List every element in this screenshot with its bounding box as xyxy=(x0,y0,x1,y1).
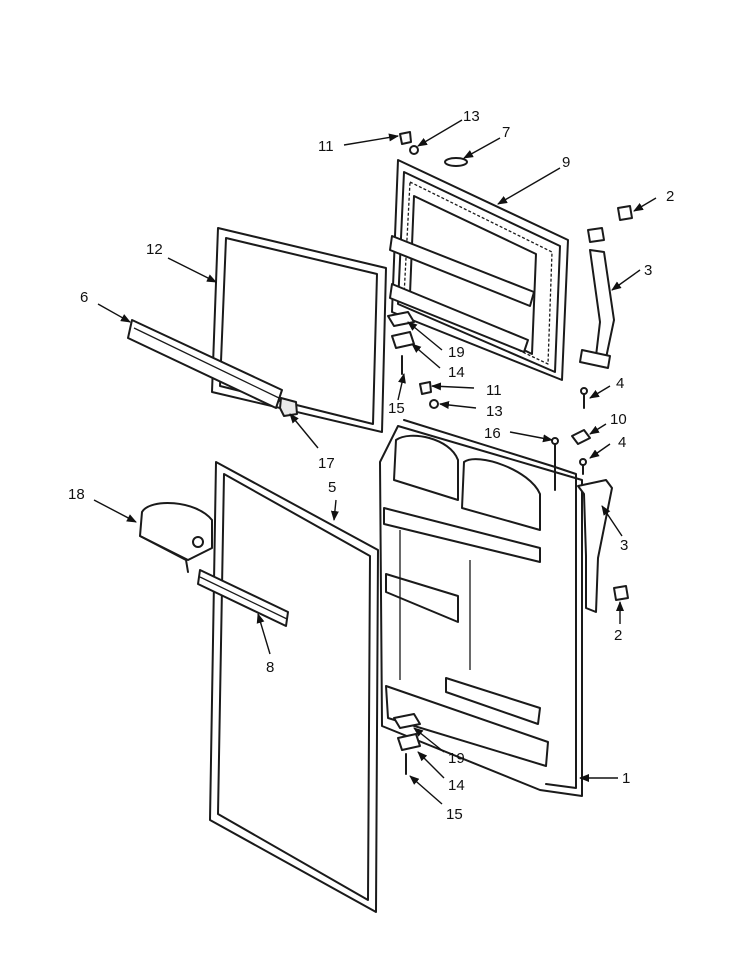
callout-18: 18 xyxy=(68,486,85,503)
leader-lines xyxy=(93,119,657,805)
callout-10: 10 xyxy=(610,411,627,428)
callout-2: 2 xyxy=(666,188,674,205)
callout-6: 6 xyxy=(80,289,88,306)
callout-5: 5 xyxy=(328,479,336,496)
callout-4: 4 xyxy=(616,375,624,392)
callout-1: 1 xyxy=(622,770,630,787)
dairy-compartment-door xyxy=(139,502,213,573)
callout-11: 11 xyxy=(486,382,502,399)
callout-17: 17 xyxy=(318,455,335,472)
callout-7: 7 xyxy=(502,124,510,141)
freezer-door-trim xyxy=(127,319,283,409)
freezer-door-gasket xyxy=(211,227,387,433)
callout-9: 9 xyxy=(562,154,570,171)
callout-14: 14 xyxy=(448,364,465,381)
freezer-door-inner xyxy=(389,159,569,381)
callout-labels: 11 13 7 9 2 3 12 6 19 14 15 4 11 13 16 1… xyxy=(68,108,674,823)
callout-3: 3 xyxy=(620,537,628,554)
callout-19: 19 xyxy=(448,344,465,361)
callout-15: 15 xyxy=(446,806,463,823)
callout-16: 16 xyxy=(484,425,501,442)
trim-end-cap xyxy=(279,397,298,417)
callout-8: 8 xyxy=(266,659,274,676)
upper-hinge-assembly xyxy=(579,205,633,369)
fresh-food-door-gasket xyxy=(209,461,379,913)
fresh-food-door-hardware xyxy=(393,713,421,775)
callout-4: 4 xyxy=(618,434,626,451)
callout-11: 11 xyxy=(318,138,334,155)
callout-14: 14 xyxy=(448,777,465,794)
callout-13: 13 xyxy=(463,108,480,125)
callout-19: 19 xyxy=(448,750,465,767)
callout-12: 12 xyxy=(146,241,163,258)
callout-15: 15 xyxy=(388,400,405,417)
fresh-food-door-trim xyxy=(197,569,289,627)
callout-3: 3 xyxy=(644,262,652,279)
callout-13: 13 xyxy=(486,403,503,420)
callout-2: 2 xyxy=(614,627,622,644)
fresh-food-door xyxy=(379,419,583,797)
